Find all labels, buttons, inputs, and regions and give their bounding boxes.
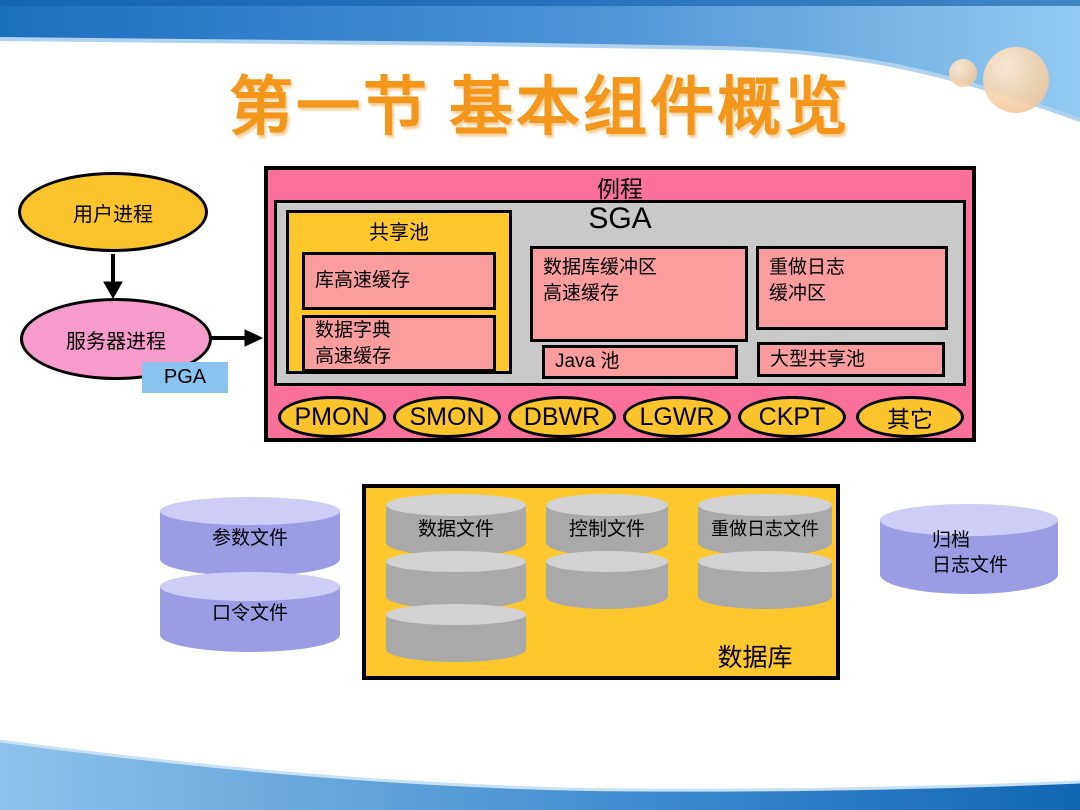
- library-cache-box: 库高速缓存: [302, 252, 496, 310]
- cylinder-top: [546, 494, 668, 517]
- instance-label: 例程: [597, 176, 643, 202]
- process-node-pmon: PMON: [278, 396, 386, 438]
- sga-label: SGA: [588, 202, 652, 235]
- control-files-cylinder-2: [546, 551, 668, 609]
- server-process-label: 服务器进程: [66, 330, 166, 353]
- data-files-cylinder-2: [386, 551, 526, 609]
- bottom-band: [0, 741, 1080, 810]
- cylinder-top: [386, 494, 526, 517]
- password-file-cylinder: 口令文件: [160, 572, 340, 652]
- redo-log-files-cylinder-2: [698, 551, 832, 609]
- cylinder-top: [160, 497, 340, 526]
- pga-label: PGA: [163, 366, 207, 388]
- cylinder-top: [698, 494, 832, 517]
- dictionary-cache-box: 数据字典 高速缓存: [302, 315, 496, 372]
- user-process-label: 用户进程: [73, 203, 153, 226]
- password-file-label: 口令文件: [211, 603, 288, 625]
- shared-pool-label: 共享池: [369, 222, 429, 244]
- control-files-cylinder: 控制文件: [546, 494, 668, 556]
- cylinder-top: [698, 551, 832, 572]
- user-process-node: 用户进程: [18, 172, 208, 252]
- pga-box: PGA: [142, 362, 228, 393]
- process-node-smon: SMON: [393, 396, 501, 438]
- arrow-user-to-server: [103, 254, 123, 300]
- redo-log-files-label: 重做日志文件: [711, 518, 819, 539]
- java-pool-box: Java 池: [542, 345, 738, 379]
- top-dark-strip: [0, 0, 1080, 6]
- cylinder-top: [386, 551, 526, 572]
- arrow-server-to-instance: [211, 329, 264, 347]
- redo-log-files-cylinder: 重做日志文件: [698, 494, 832, 556]
- data-files-label: 数据文件: [417, 518, 494, 540]
- buffer-cache-box: 数据库缓冲区 高速缓存: [530, 246, 748, 342]
- archive-log-label: 归档 日志文件: [932, 530, 1009, 576]
- large-pool-box: 大型共享池: [757, 342, 945, 377]
- control-files-label: 控制文件: [568, 518, 645, 540]
- data-files-cylinder: 数据文件: [386, 494, 526, 556]
- bottom-band-edge: [0, 739, 1080, 792]
- archive-log-cylinder: 归档 日志文件: [880, 504, 1058, 594]
- parameter-file-cylinder: 参数文件: [160, 497, 340, 576]
- process-node-other: 其它: [856, 396, 964, 438]
- cylinder-top: [546, 551, 668, 572]
- parameter-file-label: 参数文件: [211, 528, 288, 550]
- redo-log-buffer-box: 重做日志 缓冲区: [756, 246, 948, 330]
- process-node-lgwr: LGWR: [623, 396, 731, 438]
- cylinder-top: [880, 504, 1058, 537]
- process-node-ckpt: CKPT: [738, 396, 846, 438]
- cylinder-top: [386, 604, 526, 625]
- data-files-cylinder-3: [386, 604, 526, 662]
- database-label: 数据库: [717, 644, 793, 672]
- cylinder-top: [160, 572, 340, 601]
- server-process-node: 服务器进程: [20, 298, 212, 380]
- page-title: 第一节 基本组件概览: [229, 72, 851, 143]
- process-node-dbwr: DBWR: [508, 396, 616, 438]
